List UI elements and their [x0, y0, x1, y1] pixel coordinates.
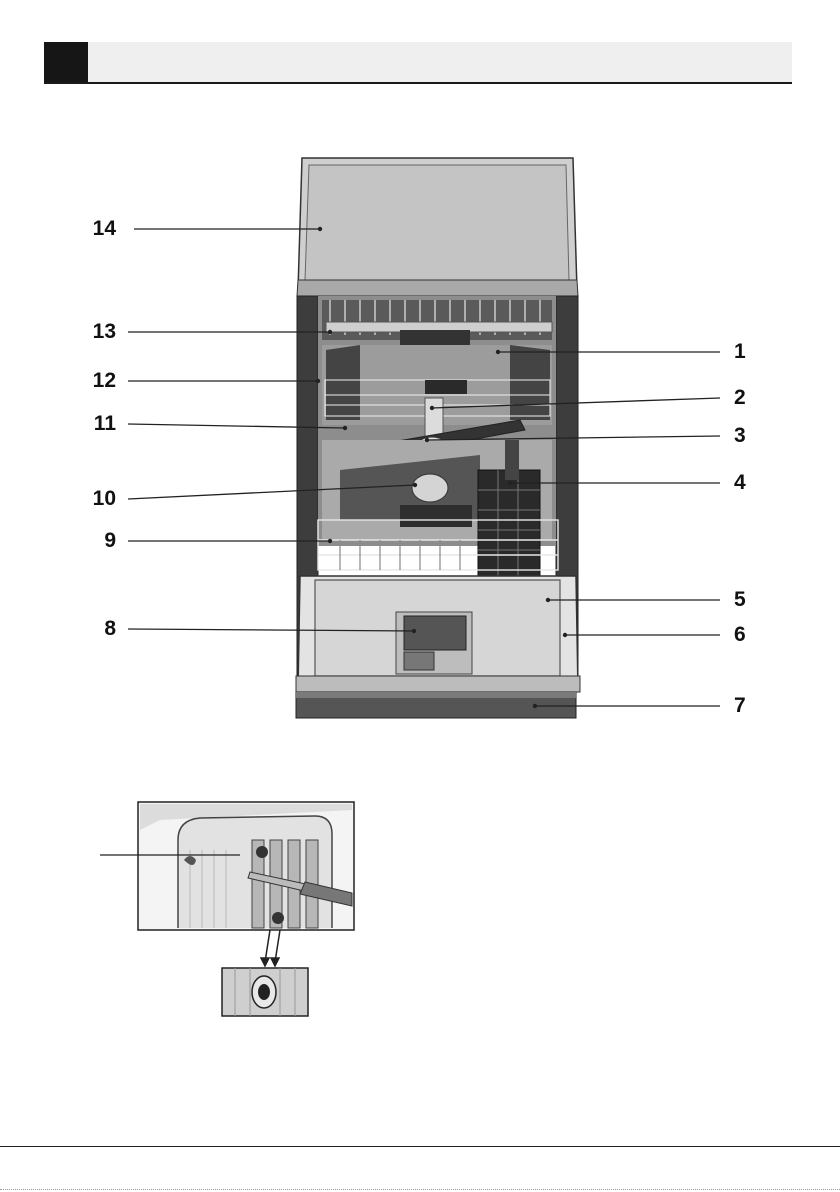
callout-2: 2 — [734, 387, 774, 409]
callout-8: 8 — [66, 618, 116, 640]
callout-12: 12 — [66, 370, 116, 392]
callout-7: 7 — [734, 695, 774, 717]
callout-3: 3 — [734, 425, 774, 447]
callout-11: 11 — [66, 413, 116, 435]
callout-10: 10 — [66, 488, 116, 510]
dishwasher-illustration — [0, 0, 840, 760]
callout-13: 13 — [66, 321, 116, 343]
page-bottom-border — [0, 1189, 840, 1190]
callout-9: 9 — [66, 530, 116, 552]
leveling-detail-illustration — [100, 800, 360, 1030]
callout-14: 14 — [66, 218, 116, 240]
callout-6: 6 — [734, 624, 774, 646]
footer-rule — [0, 1146, 840, 1147]
callout-4: 4 — [734, 472, 774, 494]
callout-1: 1 — [734, 341, 774, 363]
callout-5: 5 — [734, 589, 774, 611]
